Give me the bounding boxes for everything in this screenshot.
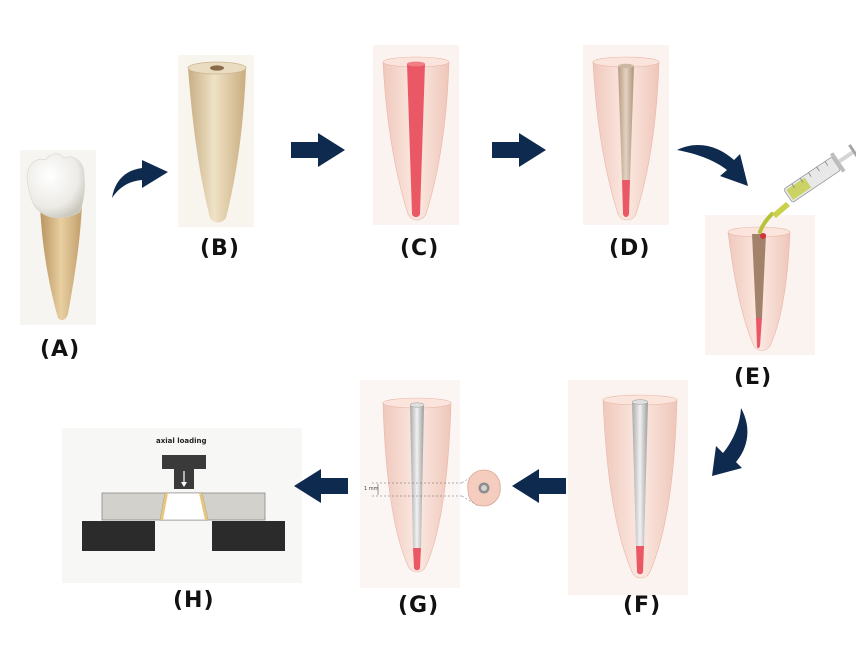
curved-arrow-icon (112, 160, 168, 198)
left-arrow-icon (294, 469, 348, 503)
left-arrow-icon (512, 469, 566, 503)
curved-arrow-icon (677, 145, 748, 186)
right-arrow-icon (291, 133, 345, 167)
syringe-icon (758, 144, 856, 234)
label-b: (B) (200, 236, 240, 261)
axial-loading-label: axial loading (156, 437, 207, 445)
label-c: (C) (400, 236, 440, 261)
label-f: (F) (623, 593, 662, 618)
label-h: (H) (173, 588, 215, 613)
label-a: (A) (40, 337, 81, 362)
curved-arrow-icon (712, 408, 748, 476)
label-g: (G) (398, 593, 440, 618)
load-indenter-icon (162, 455, 206, 489)
label-e: (E) (734, 365, 773, 390)
section-thickness-label: 1 mm (364, 486, 379, 492)
label-d: (D) (609, 236, 651, 261)
right-arrow-icon (492, 133, 546, 167)
